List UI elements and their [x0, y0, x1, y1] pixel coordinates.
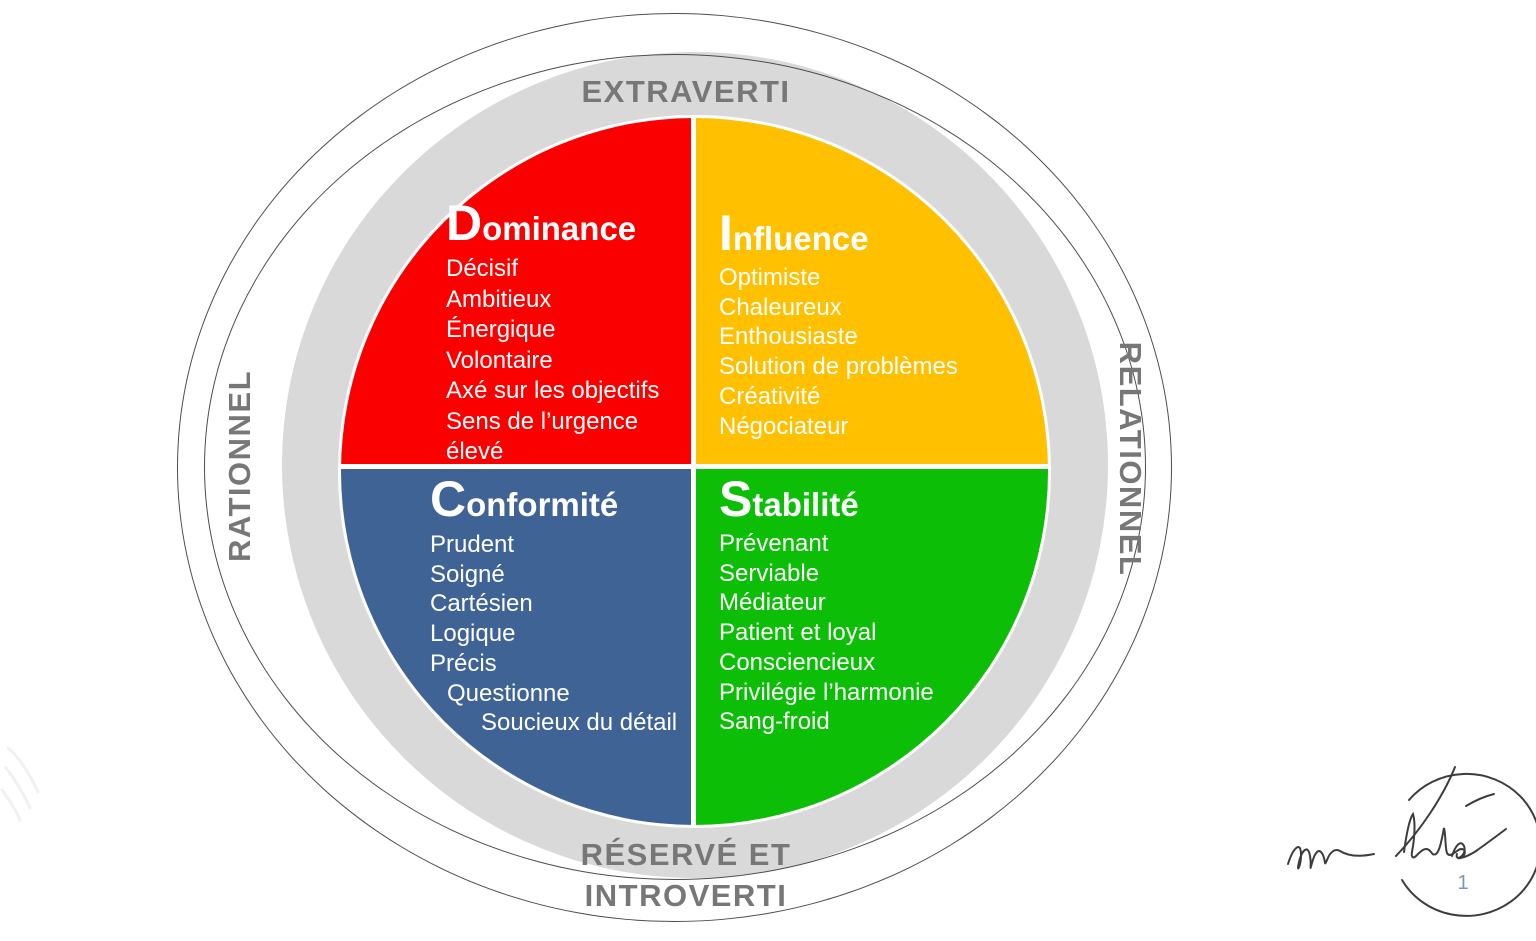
- trait-line: Négociateur: [719, 412, 849, 440]
- quadrant-dominance: [341, 118, 691, 464]
- trait-line: Chaleureux: [719, 293, 842, 321]
- conformite-title: Conformité: [430, 474, 618, 530]
- quadrant-influence: [696, 118, 1048, 464]
- quadrant-stabilite: [696, 469, 1048, 825]
- stabilite-initial: S: [719, 471, 753, 527]
- trait-line: Cartésien: [430, 590, 533, 618]
- trait-line: Solution de problèmes: [719, 353, 958, 381]
- trait-line: Consciencieux: [719, 648, 876, 676]
- trait-line: Ambitieux: [446, 285, 552, 313]
- trait-line: Prudent: [430, 531, 515, 558]
- ring-label-line2: INTROVERTI: [584, 878, 788, 913]
- ring-label-rationnel: RATIONNEL: [222, 369, 257, 563]
- trait-line: Précis: [430, 649, 497, 677]
- ring-label-line1: RÉSERVÉ ET: [580, 837, 792, 872]
- trait-line: Soucieux du détail: [481, 709, 678, 737]
- stabilite-trait-list: Prévenant Serviable Médiateur Patient et…: [719, 529, 934, 737]
- trait-line: Logique: [430, 620, 516, 648]
- disc-quadrants: [341, 118, 1048, 825]
- trait-line: Questionne: [447, 679, 570, 707]
- trait-line: Médiateur: [719, 589, 826, 617]
- dominance-initial: D: [446, 195, 483, 251]
- page-number: 1: [1457, 872, 1469, 894]
- influence-initial: I: [719, 205, 733, 261]
- dominance-trait-list: Décisif Ambitieux Énergique Volontaire A…: [446, 254, 659, 468]
- trait-line: Privilégie l’harmonie: [719, 678, 934, 706]
- ring-label-reserve-introverti: RÉSERVÉ ET INTROVERTI: [581, 834, 792, 916]
- trait-line: Énergique: [446, 316, 556, 343]
- conformite-initial: C: [430, 471, 467, 527]
- trait-line: Serviable: [719, 559, 820, 587]
- trait-line: Patient et loyal: [719, 619, 877, 647]
- disc-circle: [338, 115, 1051, 828]
- trait-line: Prévenant: [719, 530, 829, 557]
- conformite-title-rest: onformité: [466, 486, 619, 523]
- stabilite-title-rest: tabilité: [752, 486, 859, 523]
- trait-line: Sens de l’urgence: [446, 407, 639, 435]
- signature-graphic: [1287, 766, 1536, 917]
- trait-line: Optimiste: [719, 264, 821, 291]
- trait-line: Créativité: [719, 382, 821, 410]
- trait-line: Enthousiaste: [719, 323, 858, 351]
- quadrant-conformite: [341, 469, 691, 825]
- inner-ring-outline: [204, 54, 1146, 880]
- stabilite-title: Stabilité: [719, 474, 859, 530]
- influence-title: Influence: [719, 208, 869, 264]
- conformite-trait-list: Prudent Soigné Cartésien Logique Précis …: [430, 530, 677, 738]
- influence-title-rest: nfluence: [732, 220, 869, 257]
- trait-line: élevé: [446, 438, 504, 465]
- dominance-title: Dominance: [446, 198, 636, 254]
- trait-line: Sang-froid: [719, 708, 830, 736]
- trait-line: Axé sur les objectifs: [446, 377, 660, 404]
- trait-line: Soigné: [430, 560, 505, 588]
- trait-line: Décisif: [446, 255, 519, 282]
- ring-label-extraverti: EXTRAVERTI: [581, 74, 791, 109]
- dominance-title-rest: ominance: [482, 210, 637, 247]
- edge-artifact-scribble: [0, 746, 40, 822]
- influence-trait-list: Optimiste Chaleureux Enthousiaste Soluti…: [719, 263, 958, 441]
- ring-label-relationnel: RELATIONNEL: [1113, 341, 1148, 577]
- trait-line: Volontaire: [446, 346, 553, 374]
